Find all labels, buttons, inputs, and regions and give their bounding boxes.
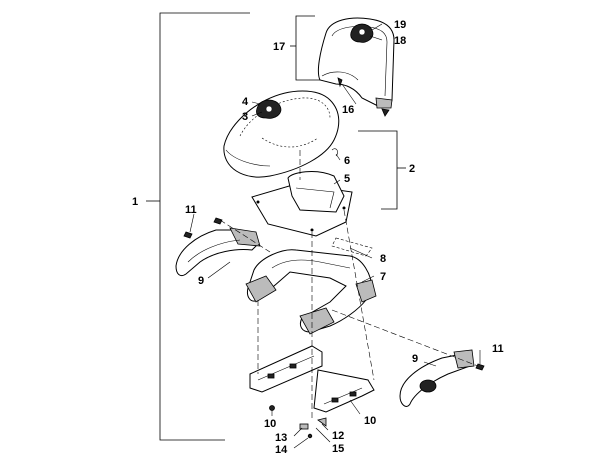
callout-11-right: 11 [492,343,504,355]
bracket-assembly-2 [358,130,406,210]
callout-11-left: 11 [185,204,197,216]
seat-cushion [223,90,340,178]
callout-5: 5 [344,173,350,185]
backrest-logo [350,23,374,43]
callout-1: 1 [132,196,138,208]
screw-11-right [475,363,485,371]
rear-frame [245,249,377,335]
callout-10-left: 10 [264,418,276,430]
callout-10-right: 10 [364,415,376,427]
callout-9-right: 9 [412,353,418,365]
seat-logo [256,99,282,119]
mount-plate-right [313,369,375,413]
callout-6: 6 [344,155,350,167]
callout-17: 17 [273,41,285,53]
callout-4: 4 [242,96,249,108]
trim-strip-8 [331,237,373,257]
mount-plate-left [249,345,323,393]
callout-8: 8 [380,253,386,265]
callout-7: 7 [380,271,386,283]
handle-right [399,349,475,407]
callout-18: 18 [394,35,406,47]
bracket-assembly-1 [146,12,250,441]
handle-left [175,227,261,277]
callout-9-left: 9 [198,275,204,287]
callout-16: 16 [342,104,354,116]
hardware-10-left [269,405,275,411]
seat-base [251,171,353,237]
callout-13: 13 [275,432,287,444]
callout-15: 15 [332,443,344,455]
bracket-assembly-17 [290,15,322,81]
callout-3: 3 [242,111,248,123]
screw-11-left [183,217,223,239]
hardware-13-14 [299,423,313,439]
leader-lines [189,23,481,449]
hardware-12-15 [317,417,327,427]
backrest [317,17,395,117]
callout-12: 12 [332,430,344,442]
callout-14: 14 [275,444,288,456]
callout-labels: 1 2 3 4 5 6 7 8 9 9 10 10 11 11 12 13 14… [132,19,504,456]
callout-19: 19 [394,19,406,31]
callout-2: 2 [409,163,415,175]
